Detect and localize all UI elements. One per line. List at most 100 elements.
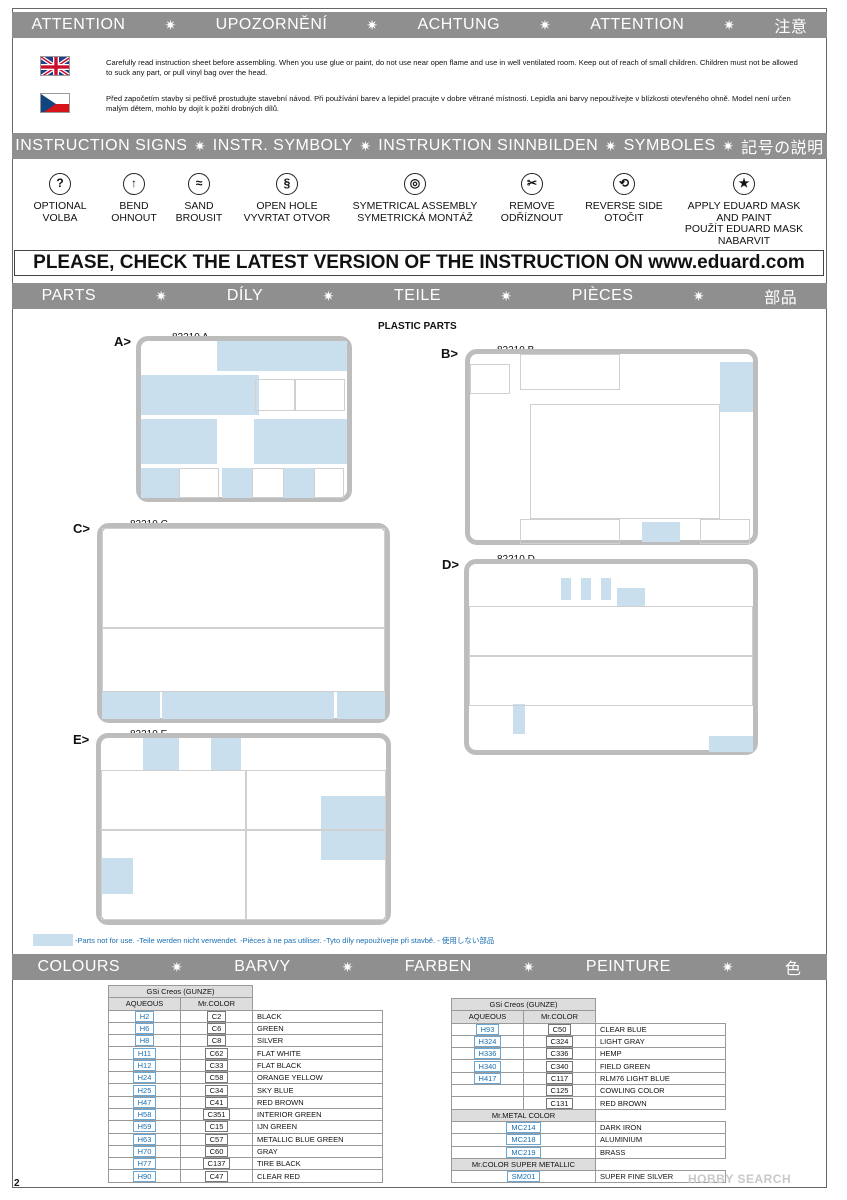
uk-flag-icon: [40, 56, 70, 76]
colour-row: SM201 SUPER FINE SILVER: [451, 1170, 726, 1184]
colour-name: HEMP: [595, 1047, 726, 1061]
instruction-page: [12, 8, 827, 1188]
aqueous-code: H340: [451, 1059, 524, 1073]
aqueous-code: H58: [108, 1107, 181, 1122]
colour-code: MC219: [506, 1146, 541, 1158]
colour-name: BRASS: [595, 1145, 726, 1159]
aqueous-code: [451, 1084, 524, 1098]
reverse-icon: ⟲: [613, 173, 635, 195]
colour-row: H340 C340 FIELD GREEN: [451, 1059, 726, 1073]
sign-label: OPEN HOLE VYVRTAT OTVOR: [243, 200, 331, 224]
banner-text: 記号の説明: [741, 140, 824, 157]
banner-text: ATTENTION: [31, 16, 126, 33]
colour-name: CLEAR BLUE: [595, 1022, 726, 1036]
question-icon: ?: [49, 173, 71, 195]
colour-name: CLEAR RED: [252, 1169, 383, 1183]
mrcolor-code: C117: [523, 1071, 596, 1086]
column-header: AQUEOUS: [108, 997, 181, 1011]
colour-code: H63: [132, 1133, 157, 1145]
sign-label: APPLY EDUARD MASK AND PAINT POUŽÍT EDUAR…: [684, 200, 804, 247]
colour-code: C57: [204, 1133, 229, 1145]
mrcolor-code: C125: [523, 1084, 596, 1098]
sand-icon: ≈: [188, 173, 210, 195]
mrcolor-code: C340: [523, 1059, 596, 1073]
sprue-letter: D>: [442, 557, 459, 572]
colour-name: SUPER FINE SILVER: [595, 1170, 726, 1184]
symmetry-icon: ◎: [404, 173, 426, 195]
remove-icon: ✂: [521, 173, 543, 195]
mrcolor-code: C351: [180, 1107, 253, 1122]
sign-reverse: ⟲ REVERSE SIDE OTOČIT: [580, 173, 668, 224]
banner-text: BARVY: [234, 958, 291, 975]
sprue-e: [96, 733, 391, 925]
banner-text: COLOURS: [37, 958, 121, 975]
super-metallic-header: Mr.COLOR SUPER METALLIC: [451, 1157, 596, 1172]
colour-code: MC214: [506, 1122, 541, 1134]
metal-color-header: Mr.METAL COLOR: [451, 1108, 596, 1122]
colour-code: MC218: [506, 1134, 541, 1146]
sprue-a: [136, 336, 352, 502]
banner-text: 色: [784, 961, 802, 978]
colour-code: H70: [132, 1146, 157, 1157]
aqueous-code: [451, 1096, 524, 1110]
sign-label: REMOVE ODŘÍZNOUT: [500, 200, 564, 224]
column-header: AQUEOUS: [451, 1010, 524, 1024]
colour-code: C340: [545, 1060, 574, 1072]
unused-parts-legend: -Parts not for use. -Teile werden nicht …: [33, 934, 494, 946]
aqueous-code: H25: [108, 1083, 181, 1097]
colour-code: C125: [545, 1085, 574, 1097]
sign-remove: ✂ REMOVE ODŘÍZNOUT: [499, 173, 565, 224]
metal-code: MC219: [451, 1145, 596, 1159]
banner-text: 注意: [774, 19, 808, 36]
sprue-letter: C>: [73, 521, 90, 536]
colour-code: SM201: [506, 1171, 541, 1183]
colour-code: C15: [204, 1121, 229, 1133]
colour-name: RED BROWN: [595, 1096, 726, 1110]
colour-code: C2: [206, 1010, 227, 1022]
warning-text-cz: Před započetím stavby si pečlivě prostud…: [106, 94, 791, 113]
mrcolor-code: C336: [523, 1047, 596, 1061]
colour-code: H417: [473, 1072, 502, 1084]
drill-icon: §: [276, 173, 298, 195]
mrcolor-code: C33: [180, 1058, 253, 1073]
bend-icon: ↑: [123, 173, 145, 195]
colour-code: C34: [204, 1084, 229, 1096]
aqueous-code: H24: [108, 1071, 181, 1085]
colour-code: H24: [132, 1072, 157, 1084]
colour-code: C58: [204, 1072, 229, 1084]
sign-label: BEND OHNOUT: [111, 200, 157, 224]
banner-text: PARTS: [41, 287, 97, 304]
mrcolor-code: C131: [523, 1096, 596, 1110]
colour-row: MC219 BRASS: [451, 1145, 726, 1159]
sign-mask: ★ APPLY EDUARD MASK AND PAINT POUŽÍT EDU…: [682, 173, 806, 247]
unused-parts-swatch: [33, 934, 73, 946]
colour-code: H2: [134, 1010, 155, 1022]
colour-code: H8: [134, 1035, 155, 1047]
mrcolor-code: C41: [180, 1095, 253, 1109]
banner-text: PIÈCES: [571, 287, 634, 304]
colours-banner: COLOURS✷ BARVY✷ FARBEN✷ PEINTURE✷ 色: [12, 954, 827, 980]
mrcolor-code: C34: [180, 1083, 253, 1097]
colour-code: C6: [206, 1023, 227, 1035]
colour-code: H340: [473, 1060, 502, 1072]
sign-label: OPTIONAL VOLBA: [33, 200, 87, 224]
table-group-header: GSi Creos (GUNZE): [108, 984, 253, 999]
banner-text: INSTR. SYMBOLY: [212, 137, 353, 154]
colour-name: IJN GREEN: [252, 1120, 383, 1134]
colour-code: H90: [132, 1170, 157, 1182]
colour-name: FIELD GREEN: [595, 1059, 726, 1073]
colour-code: C351: [202, 1109, 231, 1121]
sign-label: SYMETRICAL ASSEMBLY SYMETRICKÁ MONTÁŽ: [352, 200, 478, 224]
colour-name: DARK IRON: [595, 1120, 726, 1135]
aqueous-code: H8: [108, 1034, 181, 1048]
colour-name: GRAY: [252, 1144, 383, 1159]
aqueous-code: H336: [451, 1047, 524, 1061]
colour-code: C62: [204, 1047, 229, 1059]
